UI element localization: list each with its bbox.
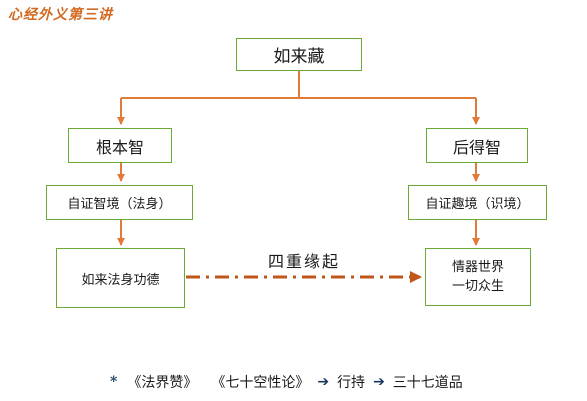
footer-text-1: 《法界赞》	[127, 375, 198, 391]
right-branch-label: 后得智	[452, 137, 501, 157]
right-arrow-icon: ➔	[317, 374, 330, 390]
footer-text-3: 行持	[337, 375, 366, 391]
footer-text-2: 《七十空性论》	[211, 375, 310, 391]
root-label: 如来藏	[273, 47, 325, 67]
right-state-label: 自证趣境（识境）	[425, 197, 530, 212]
footer-text-4: 三十七道品	[392, 375, 463, 391]
left-state-label: 自证智境（法身）	[67, 197, 172, 212]
root-box: 如来藏	[236, 38, 362, 71]
right-result-line1: 情器世界	[451, 260, 504, 275]
slide-title: 心经外义第三讲	[8, 7, 113, 23]
left-result-label: 如来法身功德	[81, 272, 160, 288]
right-result-box: 情器世界 一切众生	[425, 248, 531, 306]
footer-star: *	[110, 374, 118, 390]
left-result-box: 如来法身功德	[56, 248, 185, 308]
left-state-box: 自证智境（法身）	[46, 185, 193, 220]
left-branch-box: 根本智	[68, 128, 172, 163]
relation-label: 四重缘起	[268, 252, 341, 271]
right-branch-box: 后得智	[426, 128, 528, 163]
footer-note: * 《法界赞》 《七十空性论》 ➔ 行持 ➔ 三十七道品	[110, 372, 463, 392]
right-result-line2: 一切众生	[451, 279, 504, 294]
right-state-box: 自证趣境（识境）	[408, 185, 547, 220]
right-arrow-icon: ➔	[373, 374, 385, 390]
left-branch-label: 根本智	[95, 137, 144, 157]
